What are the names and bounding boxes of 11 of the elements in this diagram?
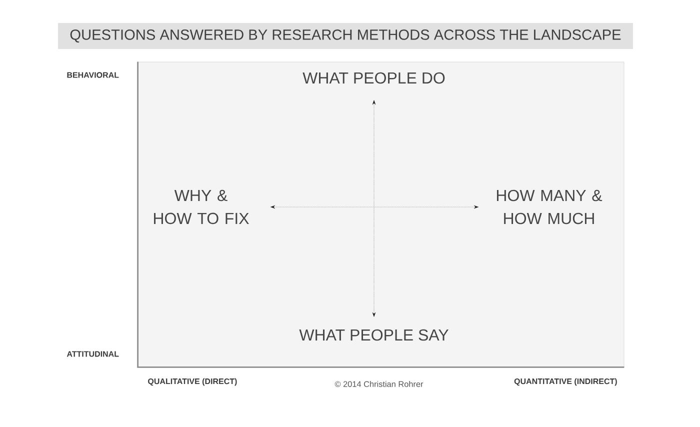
- copyright-note: © 2014 Christian Rohrer: [334, 380, 424, 387]
- quadrant-label: WHAT PEOPLE DO: [302, 72, 445, 84]
- axis-label: BEHAVIORAL: [67, 72, 119, 78]
- panel: [137, 62, 624, 368]
- axis-label: ATTITUDINAL: [66, 351, 119, 357]
- quadrant-label: WHAT PEOPLE SAY: [299, 329, 448, 341]
- quadrant-label: WHY & HOW TO FIX: [154, 190, 249, 224]
- quadrant-label: HOW MANY & HOW MUCH: [497, 190, 602, 224]
- title-band: QUESTIONS ANSWERED BY RESEARCH METHODS ACROSS THE LANDSCAPE: [58, 23, 633, 49]
- axis-label: QUANTITATIVE (INDIRECT): [514, 378, 617, 386]
- axis-label: QUALITATIVE (DIRECT): [148, 378, 237, 386]
